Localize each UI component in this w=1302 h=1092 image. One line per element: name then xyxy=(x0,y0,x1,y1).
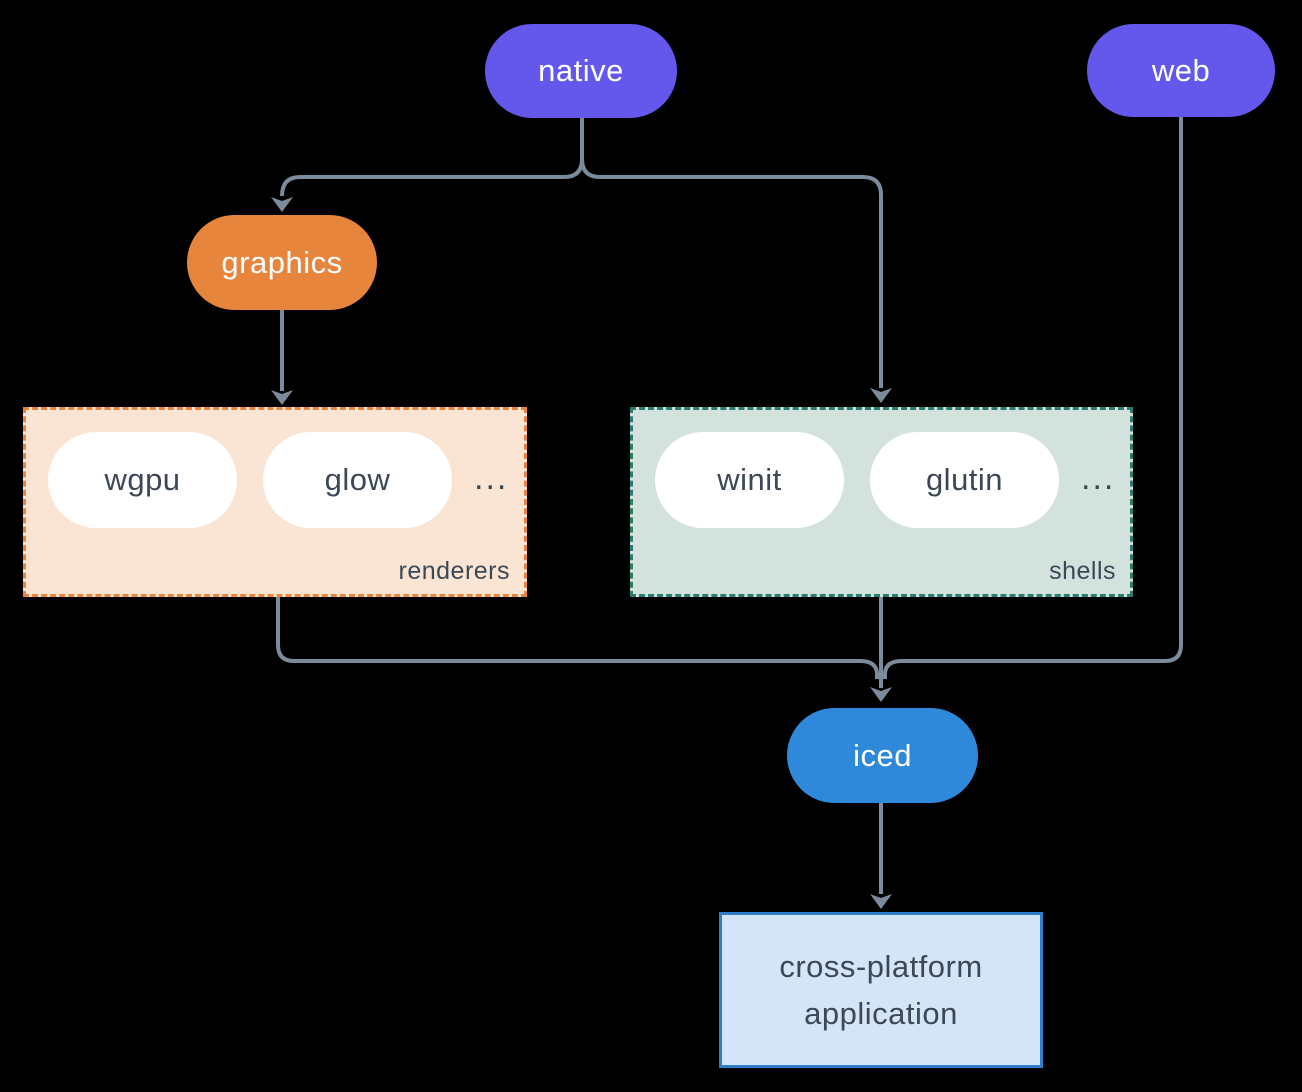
arrowhead-into-graphics xyxy=(271,197,293,212)
node-graphics: graphics xyxy=(187,215,377,310)
ellipsis-renderers: ... xyxy=(474,459,509,497)
chip-winit: winit xyxy=(655,432,844,528)
edge-web-iced xyxy=(883,117,1183,679)
edge-native-shells xyxy=(580,158,883,388)
ellipsis-shells: ... xyxy=(1081,459,1116,497)
application-label-line1: cross-platform xyxy=(779,949,983,984)
group-shells: winit glutin ... shells xyxy=(630,407,1133,597)
chip-wgpu: wgpu xyxy=(48,432,237,528)
application-box: cross-platform application xyxy=(719,912,1043,1068)
arrowhead-into-renderers xyxy=(271,390,293,405)
node-native: native xyxy=(485,24,677,118)
arrowhead-into-iced xyxy=(870,687,892,702)
node-web: web xyxy=(1087,24,1275,117)
group-renderers: wgpu glow ... renderers xyxy=(23,407,527,597)
edge-renderers-iced xyxy=(276,597,879,679)
chip-glutin: glutin xyxy=(870,432,1059,528)
chip-glow: glow xyxy=(263,432,452,528)
group-label-shells: shells xyxy=(1049,557,1116,585)
edge-native-graphics xyxy=(280,158,584,197)
application-label-line2: application xyxy=(804,996,958,1031)
group-label-renderers: renderers xyxy=(398,557,510,585)
arrowhead-into-application xyxy=(870,894,892,909)
arrowhead-into-shells xyxy=(870,388,892,403)
node-iced: iced xyxy=(787,708,978,803)
